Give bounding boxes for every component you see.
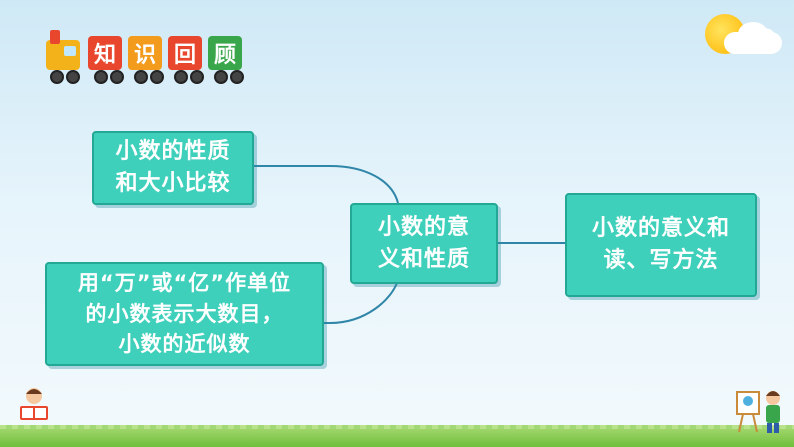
node-left-top-label: 小数的性质 和大小比较 bbox=[115, 139, 231, 196]
title-char-2: 识 bbox=[133, 43, 156, 68]
ground bbox=[0, 429, 794, 447]
title-car-2: 识 bbox=[128, 36, 162, 70]
node-center: 小数的意 义和性质 bbox=[350, 203, 498, 284]
connector-left-bottom bbox=[320, 279, 399, 324]
node-right: 小数的意义和 读、写方法 bbox=[565, 193, 757, 297]
title-car-1: 知 bbox=[88, 36, 122, 70]
node-left-top: 小数的性质 和大小比较 bbox=[92, 131, 254, 205]
node-left-bottom: 用“万”或“亿”作单位 的小数表示大数目， 小数的近似数 bbox=[45, 262, 324, 366]
reading-child-icon bbox=[20, 388, 48, 420]
title-char-3: 回 bbox=[173, 43, 196, 68]
node-center-label: 小数的意 义和性质 bbox=[377, 214, 470, 272]
connector-left-top bbox=[250, 165, 399, 204]
title-car-3: 回 bbox=[168, 36, 202, 70]
train-icon: 知 识 回 顾 bbox=[44, 28, 249, 84]
node-left-bottom-label: 用“万”或“亿”作单位 的小数表示大数目， 小数的近似数 bbox=[77, 271, 292, 357]
title-car-4: 顾 bbox=[208, 36, 242, 70]
title-char-1: 知 bbox=[93, 43, 116, 68]
node-right-label: 小数的意义和 读、写方法 bbox=[591, 216, 730, 273]
painting-child-icon bbox=[736, 391, 780, 433]
title-char-4: 顾 bbox=[213, 43, 236, 68]
